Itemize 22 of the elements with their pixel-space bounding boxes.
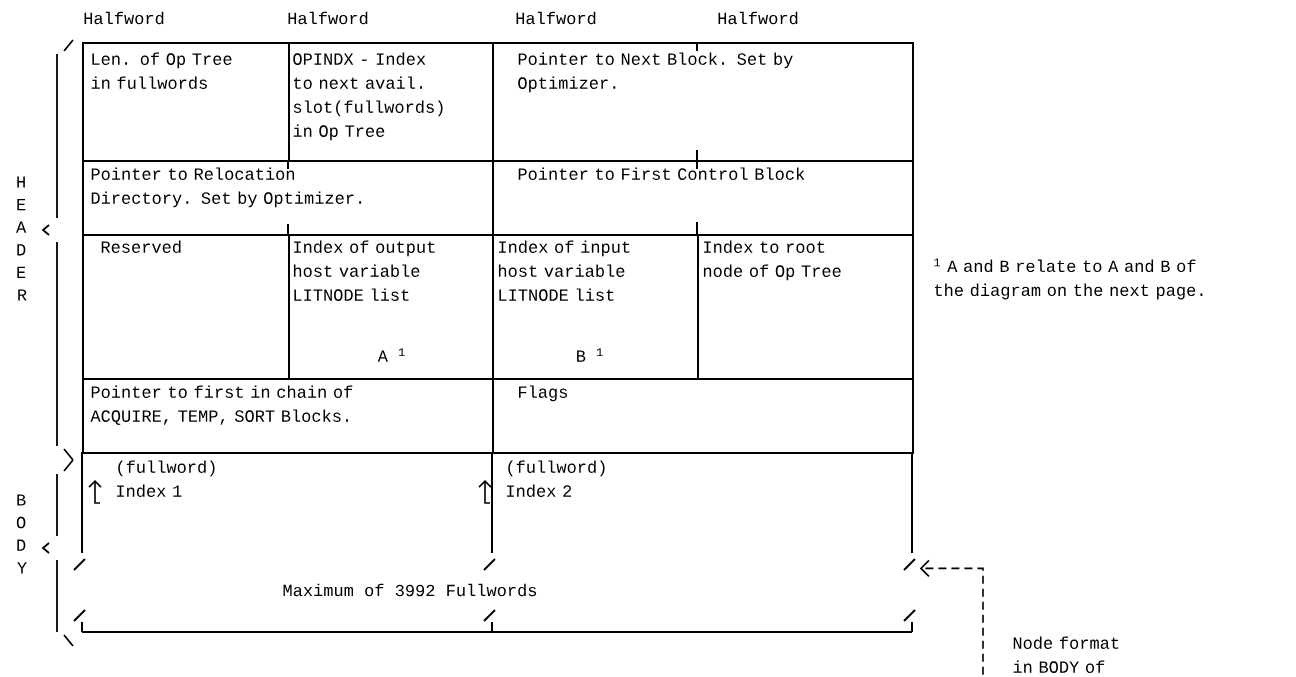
section-label: HEADER [16,176,27,301]
column-heading: Halfword [84,11,164,25]
body-cell: (fullword) Index 2 [478,460,605,504]
table-cell: Len. of Op Tree in fullwords [82,42,290,162]
table-cell: Index to root node of Op Tree [697,234,914,380]
table-cell: Pointer to Relocation Directory. Set by Optimizer. [82,160,494,236]
table-cell: Index of output host variable LITNODE list A $^{1}$ [288,234,494,380]
table-cell: Index of input host variable LITNODE list B $^{1}$ [492,234,699,380]
table-cell: Pointer to first in chain of ACQUIRE, TEMP, SORT Blocks. [82,378,494,454]
table-cell: Pointer to First Control Block [492,160,914,236]
body-cell: (fullword) Index 1 [88,460,215,504]
table-cell: OPINDX - Index to next avail. slot(fullwords) in Op Tree [288,42,494,162]
table-cell: Reserved [82,234,290,380]
table-cell: Pointer to Next Block. Set by Optimizer. [492,42,914,162]
arrow [919,559,984,676]
table-cell: Flags [492,378,914,454]
footnote: $^{1}$ A and B relate to A and B of the diagram on the next page. [934,258,1203,300]
note-text: Node format in BODY of [1013,636,1119,673]
column-heading: Halfword [288,11,368,25]
section-label: BODY [16,494,27,574]
column-heading: Halfword [516,11,596,25]
column-heading: Halfword [718,11,798,25]
